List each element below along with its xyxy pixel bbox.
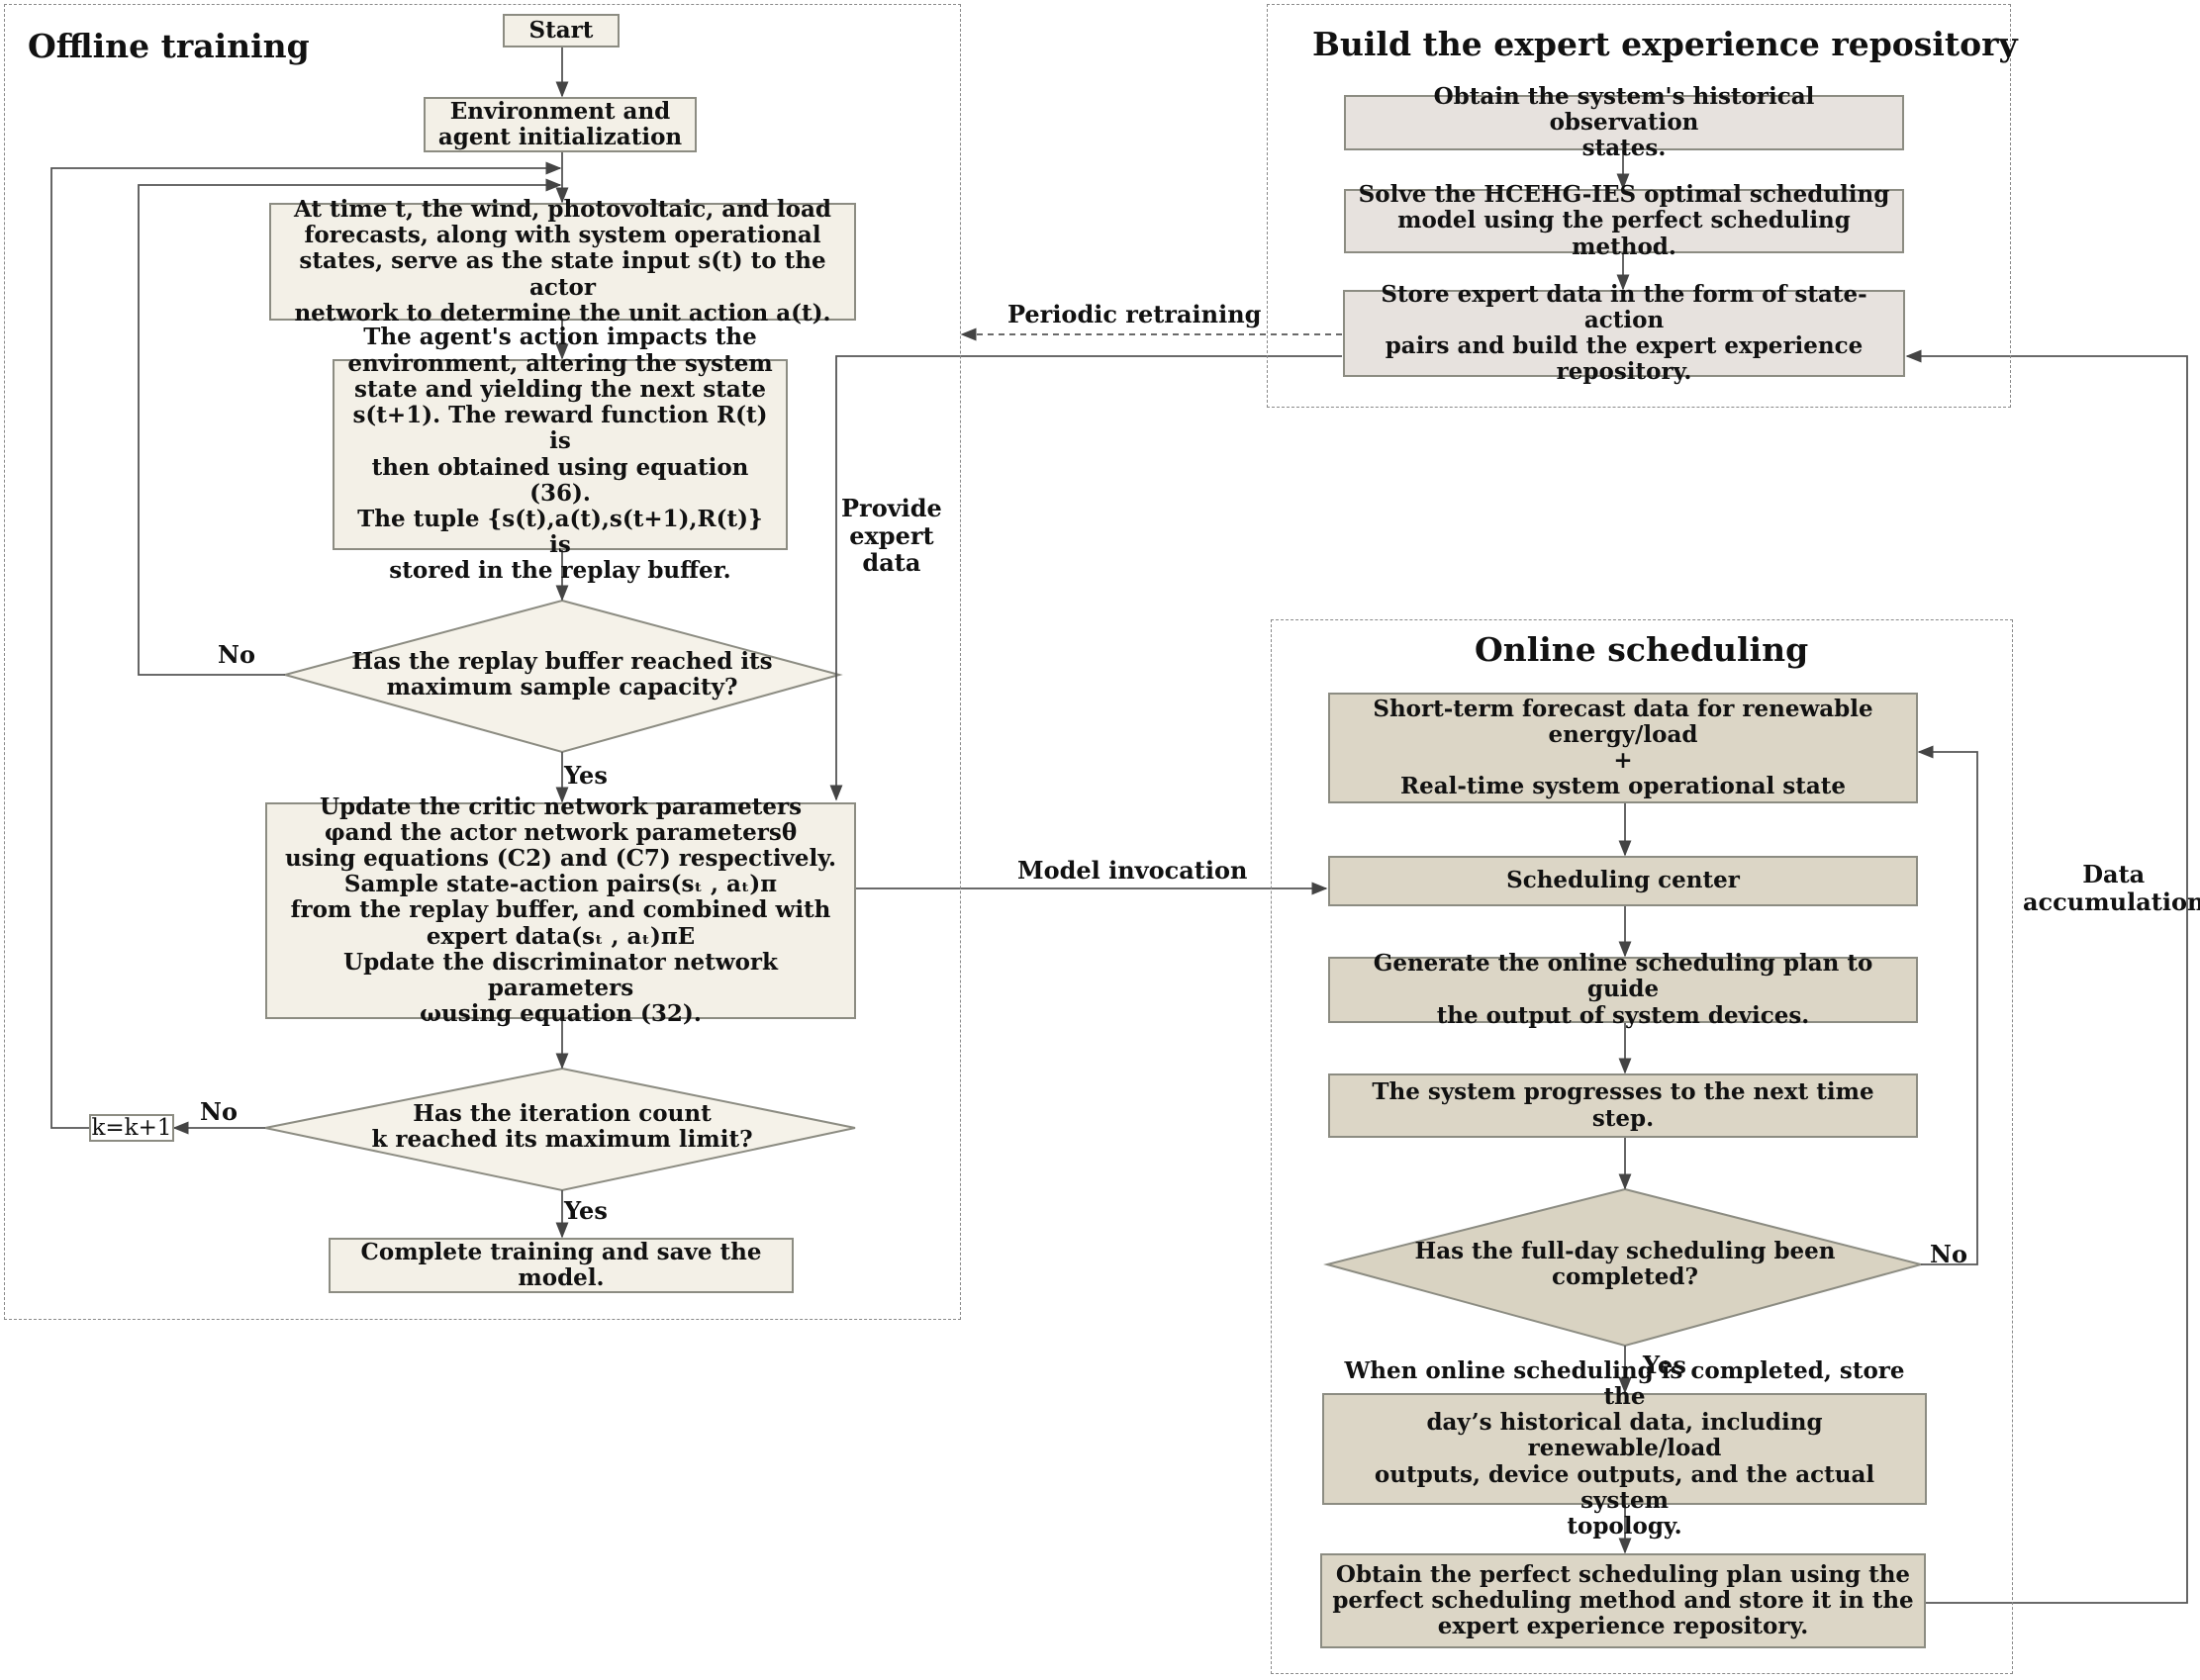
complete-node: Complete training and save the model. xyxy=(329,1238,794,1293)
label-yes-buffer: Yes xyxy=(564,761,608,790)
label-no-day: No xyxy=(1930,1240,1967,1268)
init-node: Environment and agent initialization xyxy=(424,97,697,152)
store-day-label: When online scheduling is completed, sto… xyxy=(1344,1356,1905,1540)
complete-label: Complete training and save the model. xyxy=(360,1238,762,1291)
update-label: Update the critic network parameters φan… xyxy=(284,793,837,1028)
label-yes-day: Yes xyxy=(1643,1351,1686,1379)
k-increment-node: k=k+1 xyxy=(89,1114,174,1142)
start-label: Start xyxy=(528,16,594,44)
expert-repository-title: Build the expert experience repository xyxy=(1312,25,2018,63)
init-label: Environment and agent initialization xyxy=(437,97,683,150)
loop-buffer-no xyxy=(138,178,562,676)
label-no-iter: No xyxy=(200,1097,238,1126)
update-node: Update the critic network parameters φan… xyxy=(265,793,856,1027)
arrow-data-accumulation xyxy=(1905,349,2188,1604)
expert-repository-panel xyxy=(1267,4,2011,408)
loop-full-day-no xyxy=(1917,745,1978,1265)
solve-node: Solve the HCEHG-IES optimal scheduling m… xyxy=(1344,182,1904,259)
label-yes-iter: Yes xyxy=(564,1196,608,1225)
state-input-node: At time t, the wind, photovoltaic, and l… xyxy=(269,196,856,326)
plan-label: Generate the online scheduling plan to g… xyxy=(1373,950,1873,1029)
store-node: Store expert data in the form of state-a… xyxy=(1343,281,1905,385)
obtain-node: Obtain the system's historical observati… xyxy=(1344,83,1904,161)
obtain-label: Obtain the system's historical observati… xyxy=(1433,82,1815,162)
label-provide-expert-data: Provide expert data xyxy=(841,494,942,578)
online-scheduling-title: Online scheduling xyxy=(1475,630,1809,669)
action-impact-node: The agent's action impacts the environme… xyxy=(333,325,788,584)
next-step-node: The system progresses to the next time s… xyxy=(1328,1073,1918,1138)
action-impact-label: The agent's action impacts the environme… xyxy=(347,324,773,585)
label-model-invocation: Model invocation xyxy=(1017,856,1248,885)
state-input-label: At time t, the wind, photovoltaic, and l… xyxy=(293,195,831,327)
online-scheduling-panel xyxy=(1271,619,2013,1674)
full-day-check-text: Has the full-day scheduling been complet… xyxy=(1414,1237,1836,1290)
offline-training-title: Offline training xyxy=(28,27,310,65)
label-periodic-retraining: Periodic retraining xyxy=(1007,300,1262,328)
perfect-plan-node: Obtain the perfect scheduling plan using… xyxy=(1320,1553,1926,1648)
offline-training-panel xyxy=(4,4,961,1320)
start-node: Start xyxy=(503,14,620,47)
next-step-label: The system progresses to the next time s… xyxy=(1372,1078,1874,1132)
label-data-accumulation: Data accumulation xyxy=(2023,860,2200,916)
label-no-buffer: No xyxy=(218,640,255,669)
arrow-provide-expert-data xyxy=(829,355,1342,801)
iter-check-text: Has the iteration count k reached its ma… xyxy=(371,1099,753,1153)
forecast-label: Short-term forecast data for renewable e… xyxy=(1373,695,1873,800)
scheduling-center-node: Scheduling center xyxy=(1328,856,1918,906)
plan-node: Generate the online scheduling plan to g… xyxy=(1328,951,1918,1028)
scheduling-center-label: Scheduling center xyxy=(1506,867,1740,894)
store-label: Store expert data in the form of state-a… xyxy=(1381,280,1867,386)
loop-k-increment xyxy=(50,161,562,1129)
buffer-check-text: Has the replay buffer reached its maximu… xyxy=(351,647,773,700)
k-increment-label: k=k+1 xyxy=(91,1114,172,1141)
solve-label: Solve the HCEHG-IES optimal scheduling m… xyxy=(1358,181,1890,260)
forecast-node: Short-term forecast data for renewable e… xyxy=(1328,693,1918,803)
perfect-plan-label: Obtain the perfect scheduling plan using… xyxy=(1332,1560,1914,1640)
store-day-node: When online scheduling is completed, sto… xyxy=(1322,1357,1927,1540)
